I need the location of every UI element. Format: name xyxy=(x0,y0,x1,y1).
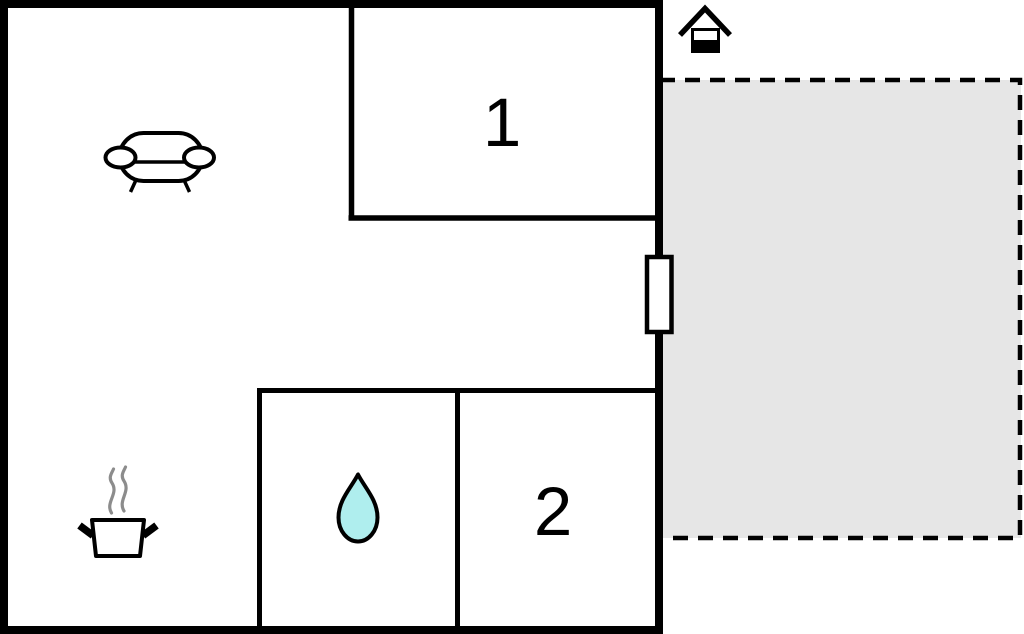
sofa-left-leg xyxy=(128,179,138,193)
terrace-area xyxy=(660,80,1021,538)
steam-lines xyxy=(108,465,128,515)
door-opening xyxy=(644,254,674,335)
room2-label: 2 xyxy=(534,473,572,550)
sofa-icon xyxy=(103,131,216,193)
sofa-right-armrest xyxy=(182,145,216,170)
room1-label: 1 xyxy=(483,84,521,161)
terrace xyxy=(660,77,1023,541)
house-icon-base xyxy=(691,40,720,53)
door-opening-rect xyxy=(644,254,674,335)
house-icon-roof xyxy=(677,4,733,37)
water-drop-icon xyxy=(336,472,380,544)
pot-body xyxy=(90,518,146,558)
pot-left-handle xyxy=(77,522,96,539)
steaming-pot-icon xyxy=(77,465,159,558)
sofa-left-armrest xyxy=(103,145,138,170)
terrace-dashed-border xyxy=(660,77,1023,541)
water-drop-shape xyxy=(336,472,380,544)
steam-line-left xyxy=(108,467,116,515)
house-icon xyxy=(677,4,733,53)
pot-right-handle xyxy=(140,522,159,539)
steam-line-right xyxy=(120,465,128,513)
